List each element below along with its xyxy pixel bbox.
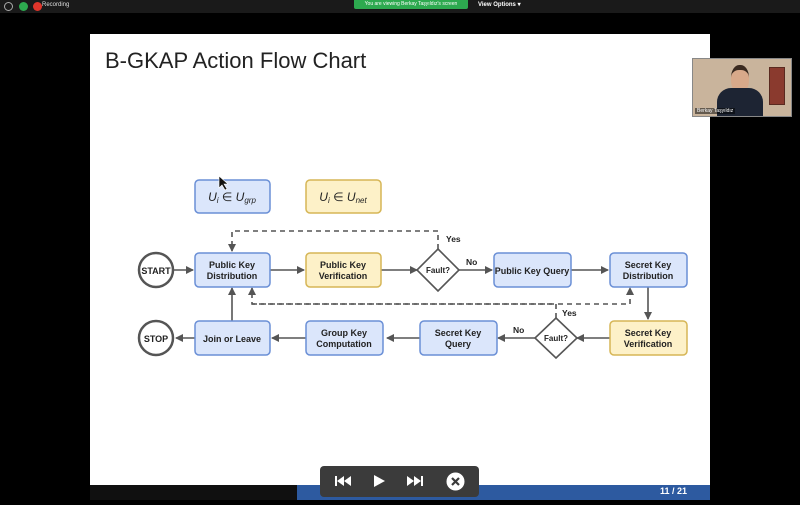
svg-text:Ui ∈ Ugrp: Ui ∈ Ugrp <box>208 190 256 205</box>
public-key-query-node: Public Key Query <box>493 252 572 288</box>
no-label-2: No <box>513 325 524 335</box>
svg-text:Verification: Verification <box>624 339 673 349</box>
join-or-leave-node: Join or Leave <box>194 320 271 356</box>
webcam-thumbnail[interactable]: Berkay Taşyıldız <box>692 58 792 117</box>
view-options-label: View Options <box>478 2 516 8</box>
svg-text:Computation: Computation <box>316 339 372 349</box>
yes-label-1: Yes <box>446 234 461 244</box>
no-label-1: No <box>466 257 477 267</box>
meeting-top-bar: Recording You are viewing Berkay Taşyıld… <box>0 0 800 13</box>
close-icon[interactable] <box>446 472 465 491</box>
secret-key-verification-node: Secret Key Verification <box>609 320 688 356</box>
fault-decision-2: Fault? <box>533 316 579 360</box>
slide-page-number: 11 / 21 <box>660 486 688 496</box>
public-key-distribution-node: Public Key Distribution <box>194 252 271 288</box>
svg-text:START: START <box>141 266 171 276</box>
previous-slide-icon[interactable] <box>334 474 352 488</box>
window-frame <box>769 67 785 105</box>
secret-key-distribution-node: Secret Key Distribution <box>609 252 688 288</box>
webcam-name-label: Berkay Taşyıldız <box>695 108 736 114</box>
shield-check-icon[interactable] <box>19 2 28 11</box>
legend-group-users: Ui ∈ Ugrp <box>194 179 271 214</box>
svg-text:Distribution: Distribution <box>207 271 258 281</box>
svg-text:Secret Key: Secret Key <box>435 328 482 338</box>
svg-text:Distribution: Distribution <box>623 271 674 281</box>
svg-text:Join or Leave: Join or Leave <box>203 334 261 344</box>
svg-text:Verification: Verification <box>319 271 368 281</box>
slide-footer-left <box>90 485 297 500</box>
presenter-head <box>731 65 749 93</box>
info-icon[interactable] <box>4 2 13 11</box>
svg-text:Fault?: Fault? <box>544 334 568 343</box>
svg-text:Public Key Query: Public Key Query <box>495 266 570 276</box>
legend-network-users: Ui ∈ Unet <box>305 179 382 214</box>
fault-decision-1: Fault? <box>415 247 461 293</box>
secret-key-query-node: Secret Key Query <box>419 320 498 356</box>
slide-title: B-GKAP Action Flow Chart <box>105 48 367 73</box>
svg-text:STOP: STOP <box>144 334 168 344</box>
recording-label: Recording <box>42 2 70 8</box>
yes-label-2: Yes <box>562 308 577 318</box>
recording-icon[interactable] <box>33 2 42 11</box>
presentation-slide <box>90 34 710 485</box>
play-icon[interactable] <box>372 474 386 488</box>
svg-text:Public Key: Public Key <box>209 260 255 270</box>
chevron-down-icon: ▾ <box>517 2 521 8</box>
stop-node: STOP <box>137 319 175 357</box>
svg-text:Fault?: Fault? <box>426 266 450 275</box>
svg-text:Group Key: Group Key <box>321 328 367 338</box>
group-key-computation-node: Group Key Computation <box>305 320 384 356</box>
svg-text:Secret Key: Secret Key <box>625 260 672 270</box>
svg-text:Public Key: Public Key <box>320 260 366 270</box>
view-options-button[interactable]: View Options ▾ <box>478 1 521 8</box>
svg-text:Ui ∈ Unet: Ui ∈ Unet <box>319 190 367 205</box>
viewing-screen-banner: You are viewing Berkay Taşyıldız's scree… <box>354 0 468 9</box>
svg-text:Query: Query <box>445 339 471 349</box>
mouse-cursor-icon <box>218 175 229 191</box>
start-node: START <box>137 251 175 289</box>
next-slide-icon[interactable] <box>406 474 424 488</box>
svg-text:Secret Key: Secret Key <box>625 328 672 338</box>
presentation-controls <box>320 466 479 497</box>
public-key-verification-node: Public Key Verification <box>305 252 382 288</box>
